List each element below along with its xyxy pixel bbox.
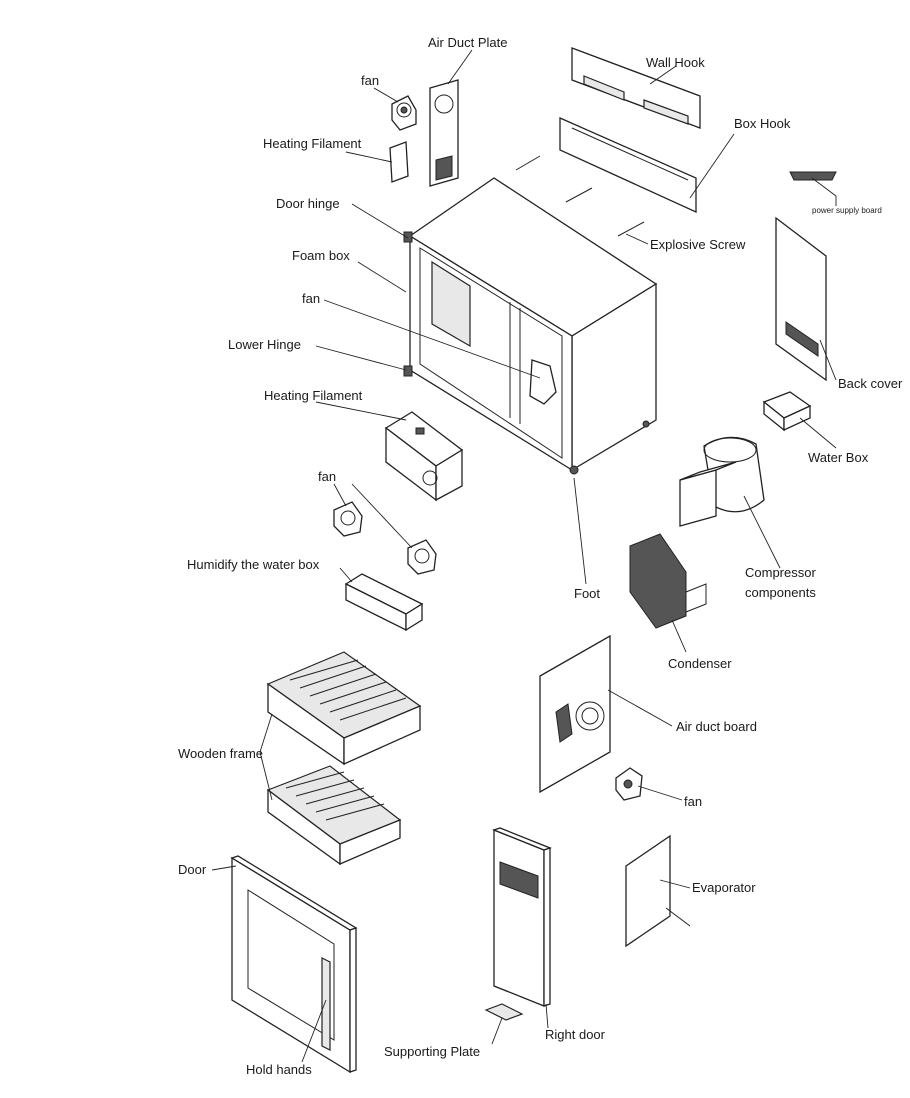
supporting-plate-part <box>484 1003 524 1021</box>
water-box-part <box>762 391 812 432</box>
label-heating-filament-top: Heating Filament <box>263 136 362 151</box>
label-power-supply-board: power supply board <box>812 206 882 215</box>
label-fan-inner: fan <box>302 291 320 306</box>
condenser-part <box>629 533 707 629</box>
label-water-box: Water Box <box>808 450 869 465</box>
label-air-duct-plate: Air Duct Plate <box>428 35 507 50</box>
label-compressor-2: components <box>745 585 816 600</box>
back-cover-part <box>775 216 827 382</box>
label-wooden-frame: Wooden frame <box>178 746 263 761</box>
label-door: Door <box>178 862 207 877</box>
fan-pair-part <box>333 501 437 575</box>
label-door-hinge: Door hinge <box>276 196 340 211</box>
fan-lower-part <box>615 767 643 801</box>
label-hold-hands: Hold hands <box>246 1062 312 1077</box>
label-right-door: Right door <box>545 1027 606 1042</box>
label-fan-top: fan <box>361 73 379 88</box>
label-foam-box: Foam box <box>292 248 350 263</box>
door-part <box>230 855 358 1074</box>
compressor-part <box>679 436 765 527</box>
label-explosive-screw: Explosive Screw <box>650 237 746 252</box>
label-heating-filament-mid: Heating Filament <box>264 388 363 403</box>
leader-lines <box>211 49 837 1063</box>
label-fan-pair: fan <box>318 469 336 484</box>
air-duct-board-part <box>539 634 611 794</box>
main-cabinet <box>403 177 658 475</box>
humidify-water-box-part <box>344 573 424 632</box>
label-wall-hook: Wall Hook <box>646 55 705 70</box>
wall-hook-part <box>571 47 701 129</box>
box-hook-part <box>559 117 697 214</box>
label-fan-lower: fan <box>684 794 702 809</box>
power-supply-board-part <box>789 171 837 181</box>
label-evaporator: Evaporator <box>692 880 756 895</box>
evaporator-part <box>625 834 691 948</box>
wooden-frame-lower-part <box>266 765 402 866</box>
right-door-part <box>492 827 552 1007</box>
label-compressor-1: Compressor <box>745 565 816 580</box>
fan-top-part <box>391 95 417 131</box>
label-air-duct-board: Air duct board <box>676 719 757 734</box>
label-lower-hinge: Lower Hinge <box>228 337 301 352</box>
wooden-frame-upper-part <box>266 651 422 766</box>
label-humidify-water-box: Humidify the water box <box>187 557 320 572</box>
air-duct-plate-part <box>429 79 459 187</box>
screws-part <box>515 155 645 237</box>
label-box-hook: Box Hook <box>734 116 791 131</box>
label-foot: Foot <box>574 586 600 601</box>
heating-filament-top-part <box>389 141 409 183</box>
label-back-cover: Back cover <box>838 376 903 391</box>
label-condenser: Condenser <box>668 656 732 671</box>
label-supporting-plate: Supporting Plate <box>384 1044 480 1059</box>
heating-filament-box-part <box>384 411 464 502</box>
